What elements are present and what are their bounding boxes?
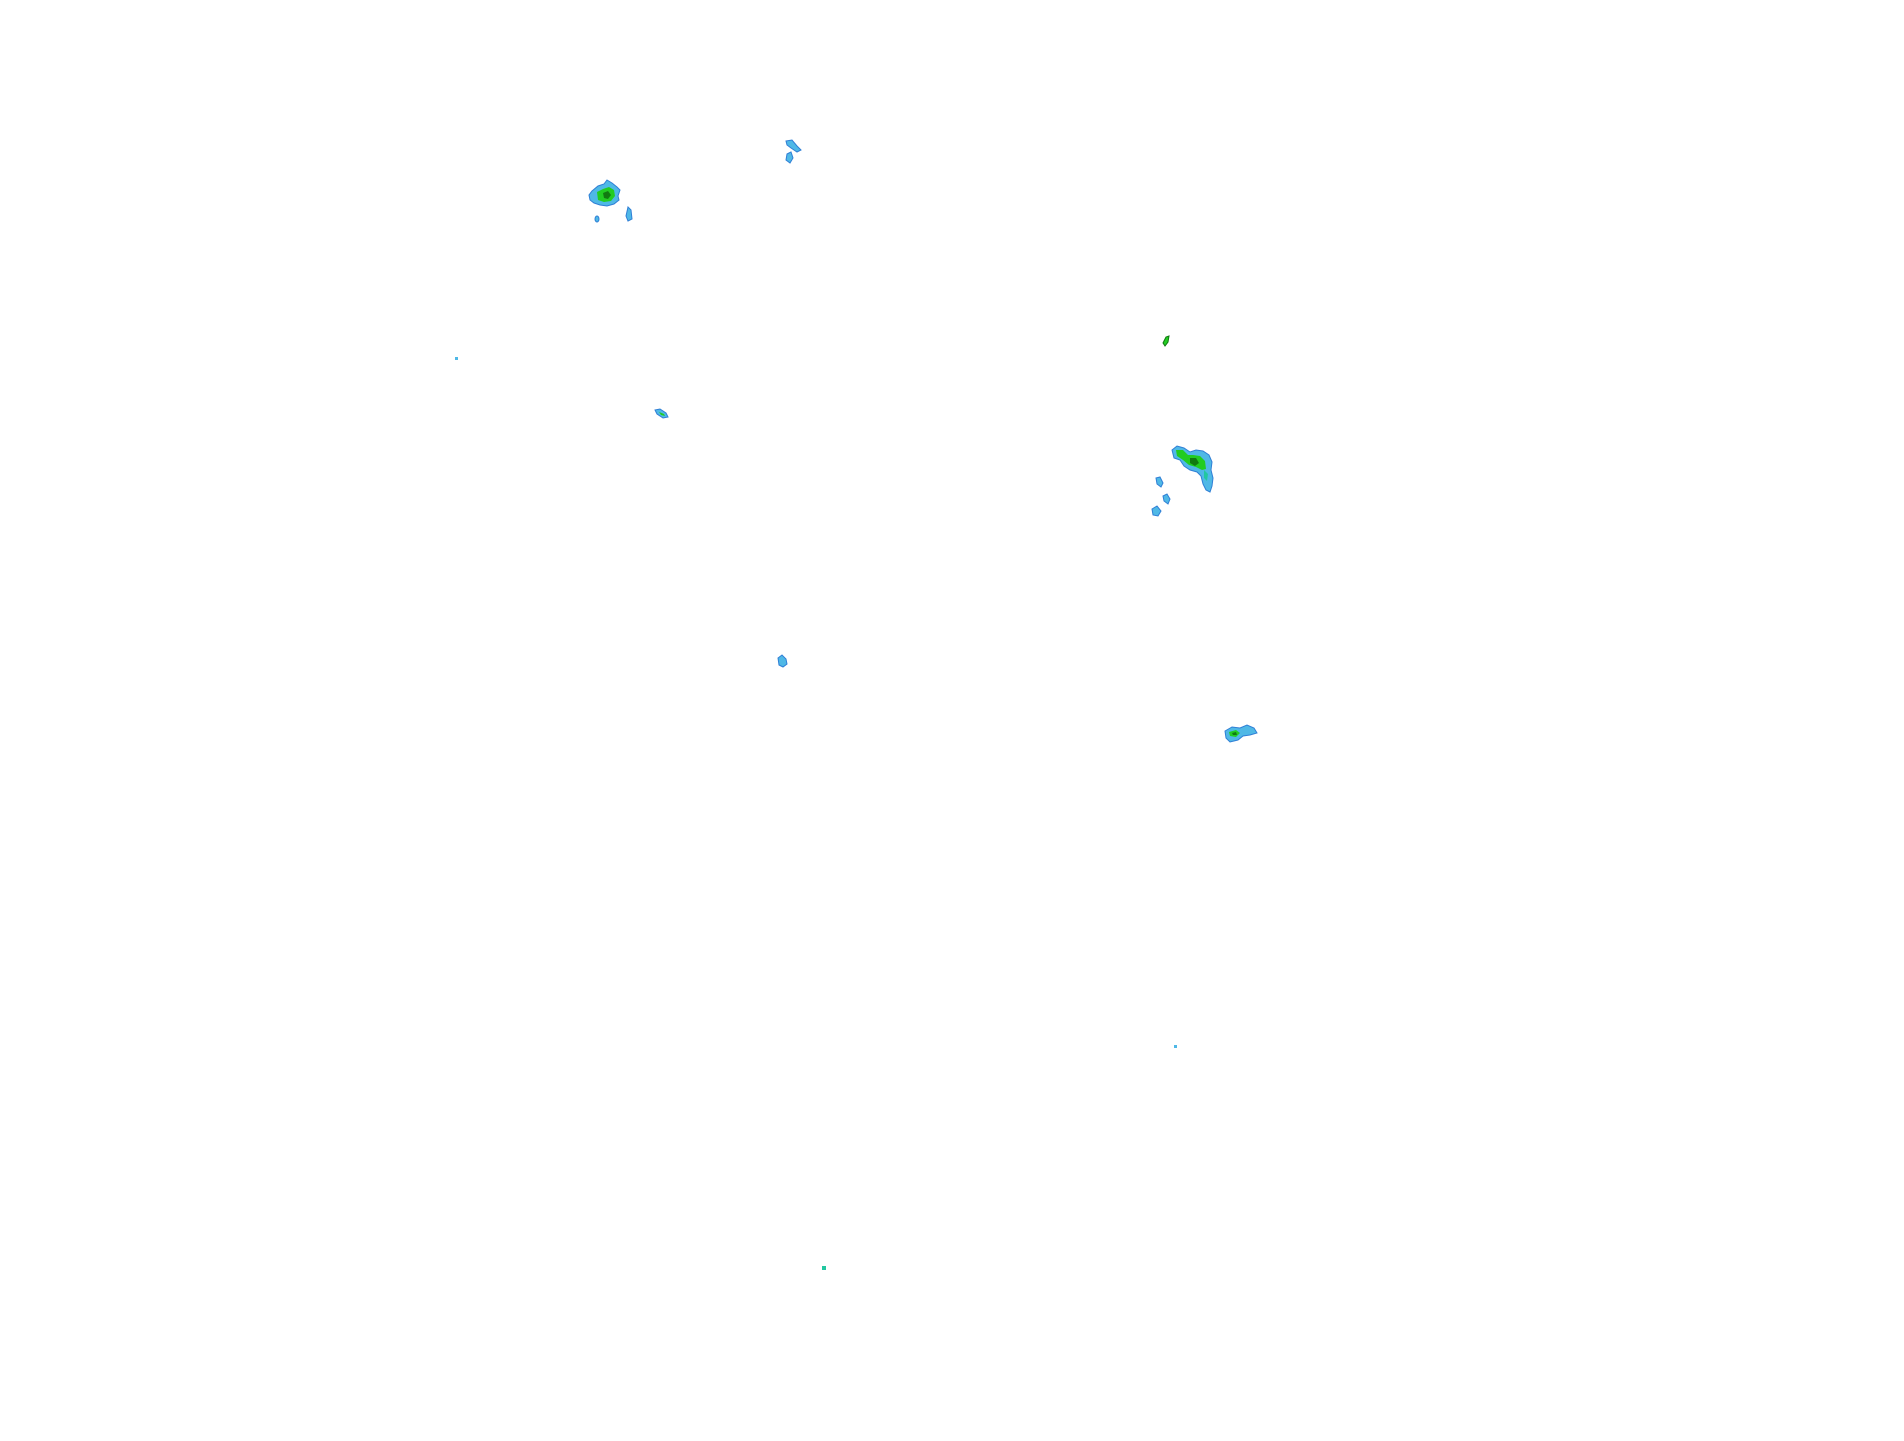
echo-cell-north-b [785,151,794,164]
echo-cell-northwest-drop-2 [625,206,633,222]
echo-cell-south-dot [1174,1045,1177,1048]
echo-cell-far-south-dot [822,1266,826,1270]
echo-cell-east-main [1171,445,1214,493]
echo-cell-east-drop-2 [1162,493,1171,505]
echo-cell-east-drop-1 [1155,476,1164,488]
echo-cell-north-a [785,139,802,153]
echo-cell-center [777,654,788,668]
echo-cell-southeast [1224,724,1258,743]
echo-cell-east-drop-3 [1151,505,1162,517]
echo-cell-west-streak [654,408,669,419]
echo-cell-northwest-cluster [588,179,621,207]
echo-cell-west-dot [455,357,458,360]
echo-cell-east-streak [1162,335,1170,347]
echo-cell-northwest-drop-1 [594,215,600,223]
